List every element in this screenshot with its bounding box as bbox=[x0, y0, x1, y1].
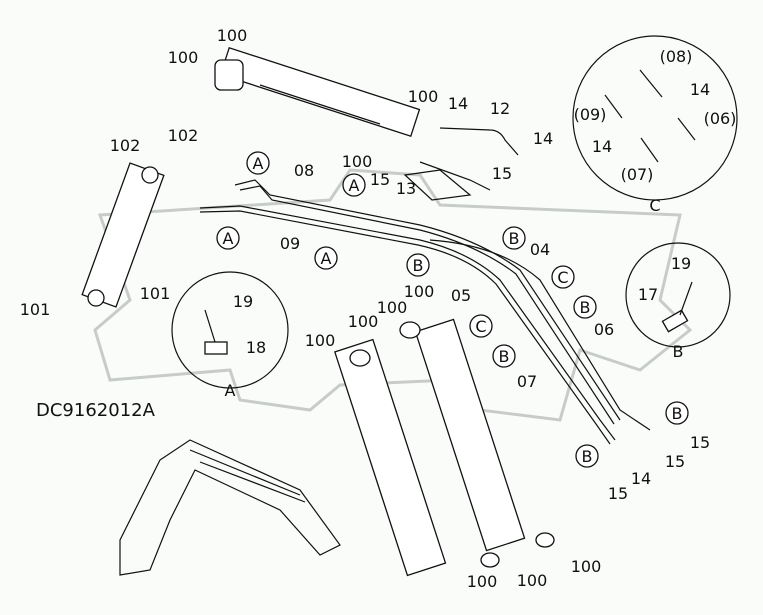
part-label: 14 bbox=[631, 469, 651, 488]
detail-b-caption: B bbox=[673, 342, 684, 361]
detail-c-label: (08) bbox=[660, 47, 693, 66]
pipes bbox=[199, 179, 651, 445]
detail-a-label: 19 bbox=[233, 292, 253, 311]
callout: A bbox=[321, 249, 332, 268]
hose-13 bbox=[419, 161, 491, 191]
bracket-13 bbox=[403, 169, 472, 201]
detail-a-label: 18 bbox=[246, 338, 266, 357]
detail-c-label: 14 bbox=[592, 137, 612, 156]
part-label: 100 bbox=[408, 87, 439, 106]
part-label: 07 bbox=[517, 372, 537, 391]
part-label: 13 bbox=[396, 179, 416, 198]
part-label: 102 bbox=[110, 136, 141, 155]
bucket-cylinders bbox=[334, 318, 555, 577]
detail-b-label: 17 bbox=[638, 285, 658, 304]
part-label: 15 bbox=[492, 164, 512, 183]
part-label: 15 bbox=[690, 433, 710, 452]
part-label: 09 bbox=[280, 234, 300, 253]
detail-a-caption: A bbox=[225, 381, 236, 400]
part-label: 101 bbox=[140, 284, 171, 303]
detail-a: 19 18 A bbox=[171, 271, 289, 400]
part-label: 100 bbox=[517, 571, 548, 590]
part-label: 102 bbox=[168, 126, 199, 145]
boom-cylinder-top bbox=[214, 46, 421, 138]
part-label: 08 bbox=[294, 161, 314, 180]
part-label: 14 bbox=[533, 129, 553, 148]
part-label: 100 bbox=[348, 312, 379, 331]
detail-c-label: (06) bbox=[704, 109, 737, 128]
detail-b-label: 19 bbox=[671, 254, 691, 273]
detail-c-label: 14 bbox=[690, 80, 710, 99]
detail-c-label: (09) bbox=[574, 105, 607, 124]
callout: C bbox=[557, 268, 568, 287]
part-label: 100 bbox=[342, 152, 373, 171]
detail-b: 19 17 B bbox=[625, 242, 731, 361]
part-label: 100 bbox=[305, 331, 336, 350]
detail-c: (08) 14 (09) (06) 14 (07) C bbox=[572, 35, 738, 215]
detail-c-label: (07) bbox=[621, 165, 654, 184]
callout: C bbox=[475, 317, 486, 336]
callout: A bbox=[223, 229, 234, 248]
part-label: 100 bbox=[571, 557, 602, 576]
part-label: 100 bbox=[404, 282, 435, 301]
part-label: 12 bbox=[490, 99, 510, 118]
callout: A bbox=[349, 176, 360, 195]
drawing-code: DC9162012A bbox=[36, 400, 156, 421]
part-label: 101 bbox=[20, 300, 51, 319]
watermark bbox=[93, 168, 693, 422]
excavator-thumbnail bbox=[119, 439, 341, 576]
callouts: A A A A B B B B C C B B bbox=[216, 151, 689, 468]
part-label: 100 bbox=[467, 572, 498, 591]
callout: A bbox=[253, 154, 264, 173]
part-label: 15 bbox=[608, 484, 628, 503]
part-label: 100 bbox=[377, 298, 408, 317]
hose-12 bbox=[439, 127, 519, 156]
part-label: 06 bbox=[594, 320, 614, 339]
callout: B bbox=[499, 347, 510, 366]
callout: B bbox=[509, 229, 520, 248]
callout: B bbox=[580, 298, 591, 317]
part-label: 100 bbox=[217, 26, 248, 45]
part-label: 15 bbox=[665, 452, 685, 471]
part-label: 14 bbox=[448, 94, 468, 113]
callout: B bbox=[582, 447, 593, 466]
callout: B bbox=[672, 404, 683, 423]
part-label: 100 bbox=[168, 48, 199, 67]
part-labels: 100 100 100 14 12 14 100 15 13 15 08 09 … bbox=[20, 26, 710, 591]
part-label: 04 bbox=[530, 240, 550, 259]
part-label: 15 bbox=[370, 170, 390, 189]
arm-cylinder-left bbox=[81, 162, 165, 308]
callout: B bbox=[413, 256, 424, 275]
part-label: 05 bbox=[451, 286, 471, 305]
detail-c-caption: C bbox=[649, 196, 660, 215]
